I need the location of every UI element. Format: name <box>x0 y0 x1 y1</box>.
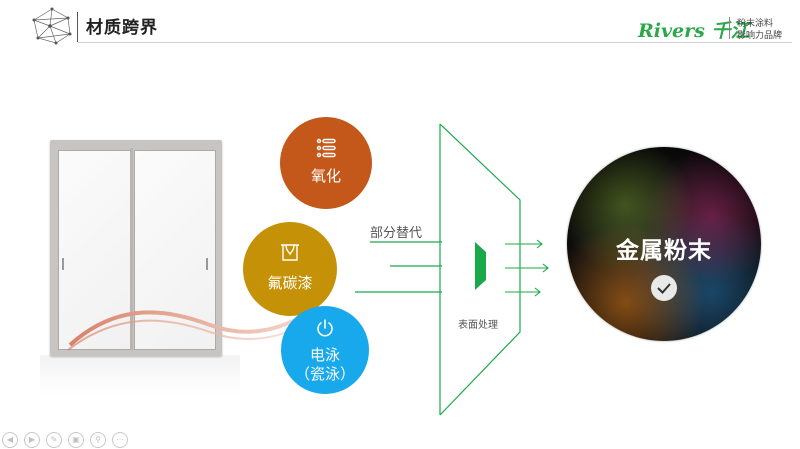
metal-powder-title: 金属粉末 <box>616 238 712 264</box>
check-badge <box>651 275 677 301</box>
output-arrows <box>505 239 549 297</box>
decorative-ribbon <box>67 310 299 351</box>
list-icon <box>316 138 336 158</box>
method-label-sub: （瓷泳） <box>294 365 355 383</box>
next-icon[interactable]: ▶ <box>24 432 40 448</box>
brand-tagline-line2: 影响力品牌 <box>737 31 783 41</box>
brand-tagline-line1: 粉末涂料 <box>737 19 774 29</box>
prev-icon[interactable]: ◀ <box>2 432 18 448</box>
more-icon[interactable]: ⋯ <box>112 432 128 448</box>
fullscreen-icon[interactable]: ▣ <box>68 432 84 448</box>
curtain-icon <box>281 244 299 261</box>
method-electrophoresis: 电泳 （瓷泳） <box>281 306 369 394</box>
surface-treatment-funnel <box>355 123 521 416</box>
door-handle <box>206 258 208 270</box>
method-label: 氧化 <box>310 167 341 185</box>
method-fluorocarbon: 氟碳漆 <box>243 222 337 316</box>
method-label: 氟碳漆 <box>267 274 313 292</box>
pen-icon[interactable]: ✎ <box>46 432 62 448</box>
zoom-icon[interactable]: ⚲ <box>90 432 106 448</box>
header-divider <box>77 12 78 42</box>
door-reflection <box>40 355 240 395</box>
brand-logo: Rivers 千江 <box>638 20 750 42</box>
header-rule <box>78 42 792 43</box>
door-handle <box>62 258 64 270</box>
checkmark-icon <box>657 283 671 294</box>
partial-replace-label: 部分替代 <box>370 226 423 241</box>
surface-treatment-label: 表面处理 <box>458 320 498 331</box>
brand-divider <box>729 17 730 39</box>
slide-title: 材质跨界 <box>86 18 158 38</box>
process-marker <box>475 242 486 290</box>
door-mullion <box>130 148 133 350</box>
method-label: 电泳 <box>309 346 340 364</box>
power-icon <box>317 319 333 337</box>
metal-powder-circle: 金属粉末 <box>567 147 761 341</box>
network-logo-icon <box>32 7 72 45</box>
method-oxidation: 氧化 <box>280 117 372 209</box>
